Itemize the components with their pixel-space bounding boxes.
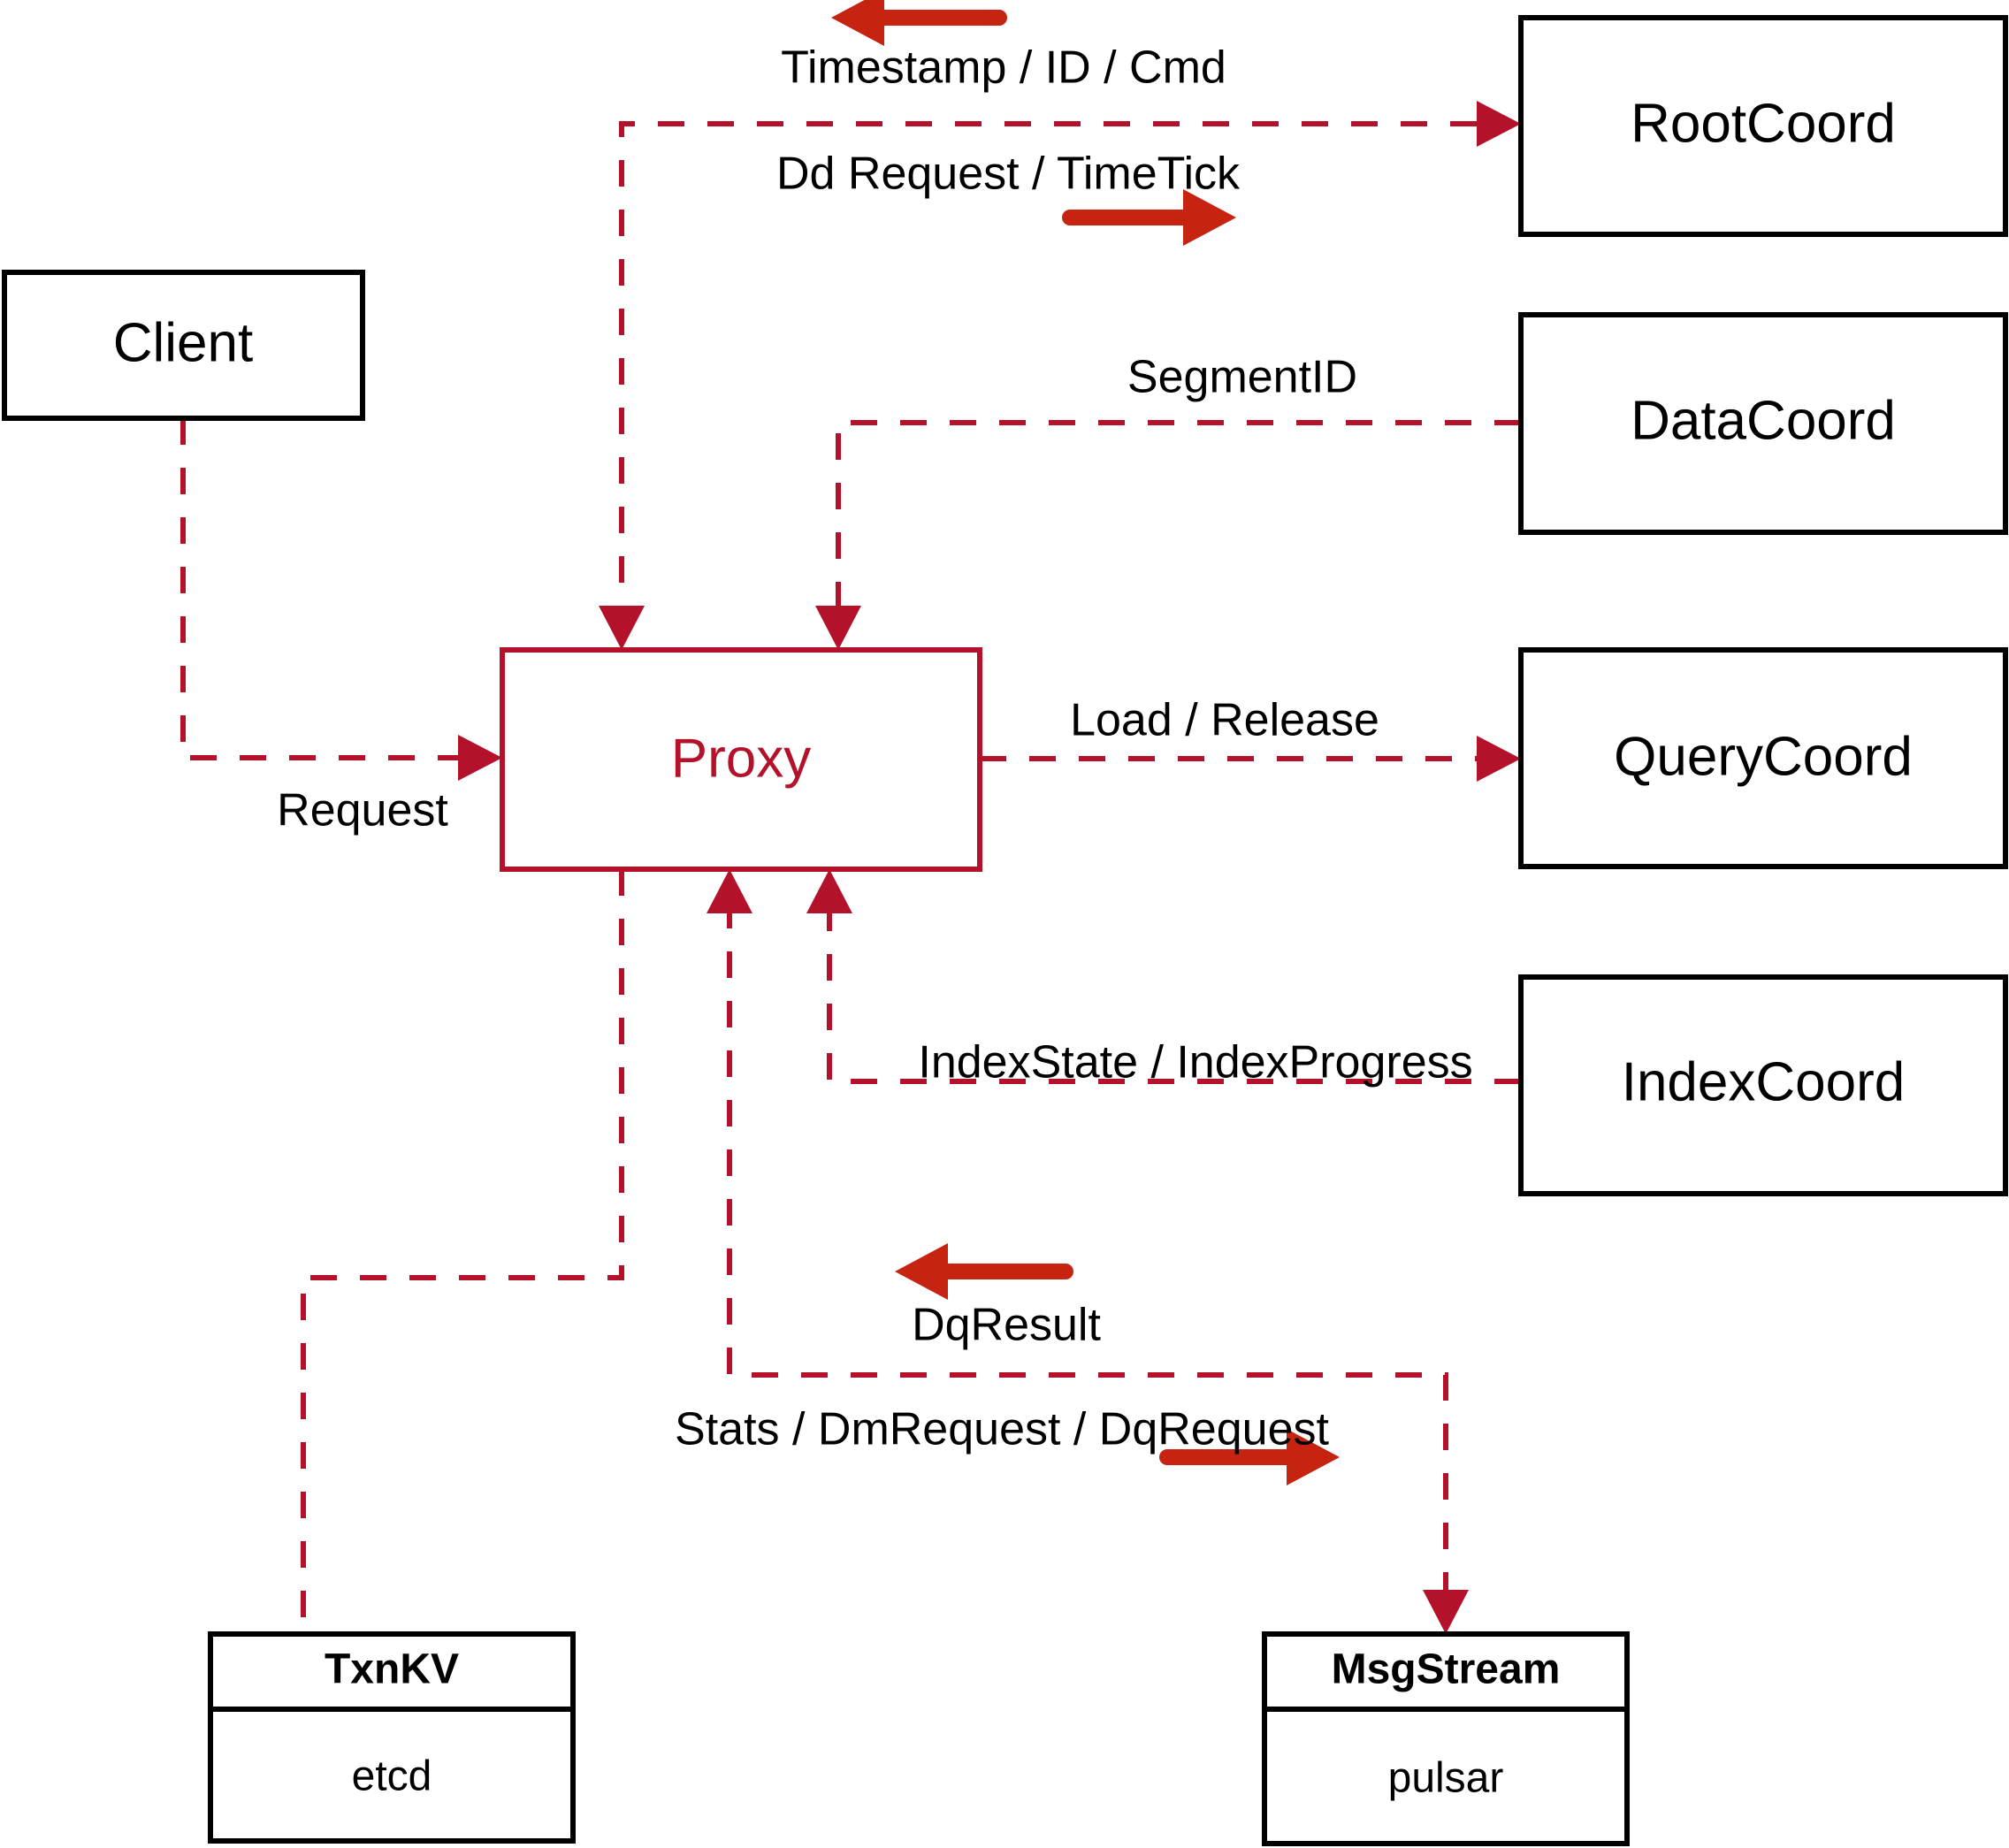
- edge-label-dq-result: DqResult: [912, 1300, 1101, 1351]
- node-indexcoord[interactable]: IndexCoord: [1518, 974, 2008, 1196]
- edge-client-to-proxy-arrowhead: [458, 735, 502, 781]
- node-querycoord[interactable]: QueryCoord: [1518, 647, 2008, 869]
- node-client[interactable]: Client: [2, 270, 365, 421]
- edge-label-request: Request: [277, 785, 448, 836]
- edge-proxy-to-querycoord: [980, 736, 1521, 782]
- node-querycoord-label: QueryCoord: [1614, 726, 1913, 787]
- edge-label-stats-dm-dq-request: Stats / DmRequest / DqRequest: [675, 1404, 1329, 1455]
- edge-proxy-msgstream-path: [727, 902, 1448, 1600]
- node-datacoord[interactable]: DataCoord: [1518, 312, 2008, 535]
- node-txnkv-box: [208, 1631, 576, 1844]
- node-client-label: Client: [113, 312, 254, 373]
- edge-proxy-to-txnkv-path: [301, 869, 624, 1634]
- node-querycoord-box: [1518, 647, 2008, 869]
- node-indexcoord-box: [1518, 974, 2008, 1196]
- node-proxy-box: [500, 647, 982, 872]
- edge-datacoord-to-proxy-path: [836, 420, 1521, 619]
- edge-label-timestamp-id-cmd: Timestamp / ID / Cmd: [781, 42, 1226, 94]
- edge-label-segment-id: SegmentID: [1127, 352, 1357, 403]
- edge-proxy-to-rootcoord: [619, 101, 1521, 632]
- edge-indexcoord-to-proxy: [806, 869, 1521, 1084]
- node-msgstream-sublabel: pulsar: [1388, 1755, 1504, 1802]
- node-rootcoord-label: RootCoord: [1631, 93, 1896, 154]
- stats-direction-arrow-icon: [1159, 1429, 1340, 1485]
- edge-proxy-to-querycoord-arrowhead: [1477, 736, 1521, 782]
- node-rootcoord[interactable]: RootCoord: [1518, 15, 2008, 237]
- edge-datacoord-to-proxy: [815, 420, 1521, 650]
- edge-indexcoord-to-proxy-path: [827, 902, 1521, 1084]
- node-proxy[interactable]: Proxy: [500, 647, 982, 872]
- edge-proxy-to-txnkv: [301, 869, 624, 1634]
- node-indexcoord-label: IndexCoord: [1622, 1051, 1906, 1112]
- edge-proxy-to-msgstream-arrowhead: [1423, 1590, 1469, 1634]
- node-datacoord-label: DataCoord: [1631, 390, 1896, 451]
- ddrequest-direction-arrow-icon: [1062, 189, 1236, 246]
- edge-label-load-release: Load / Release: [1070, 695, 1379, 746]
- node-datacoord-box: [1518, 312, 2008, 535]
- edge-rootcoord-to-proxy-arrowhead: [599, 606, 645, 650]
- edge-proxy-msgstream: [707, 869, 1469, 1634]
- edge-client-to-proxy-path: [180, 418, 485, 760]
- edge-label-index-state-progress: IndexState / IndexProgress: [918, 1037, 1472, 1088]
- edge-client-to-proxy: [180, 418, 502, 781]
- edge-proxy-to-rootcoord-path: [619, 121, 1503, 632]
- timestamp-direction-arrow-icon: [831, 0, 1007, 46]
- edge-datacoord-to-proxy-arrowhead: [815, 606, 861, 650]
- edge-rootcoord-to-proxy-head: [599, 606, 645, 650]
- edge-msgstream-to-proxy-arrowhead: [707, 869, 752, 913]
- node-client-box: [2, 270, 365, 421]
- node-msgstream-box: [1262, 1631, 1630, 1846]
- node-msgstream-label: MsgStream: [1332, 1646, 1561, 1693]
- node-msgstream[interactable]: MsgStream pulsar: [1262, 1631, 1630, 1846]
- node-txnkv-sublabel: etcd: [352, 1753, 432, 1800]
- edge-label-dd-request-timetick: Dd Request / TimeTick: [776, 149, 1241, 200]
- node-proxy-label: Proxy: [671, 728, 811, 789]
- node-txnkv[interactable]: TxnKV etcd: [208, 1631, 576, 1844]
- node-rootcoord-box: [1518, 15, 2008, 237]
- edge-proxy-to-rootcoord-arrowhead: [1477, 101, 1521, 147]
- dqresult-direction-arrow-icon: [895, 1243, 1073, 1300]
- node-txnkv-label: TxnKV: [325, 1646, 459, 1693]
- edge-indexcoord-to-proxy-arrowhead: [806, 869, 852, 913]
